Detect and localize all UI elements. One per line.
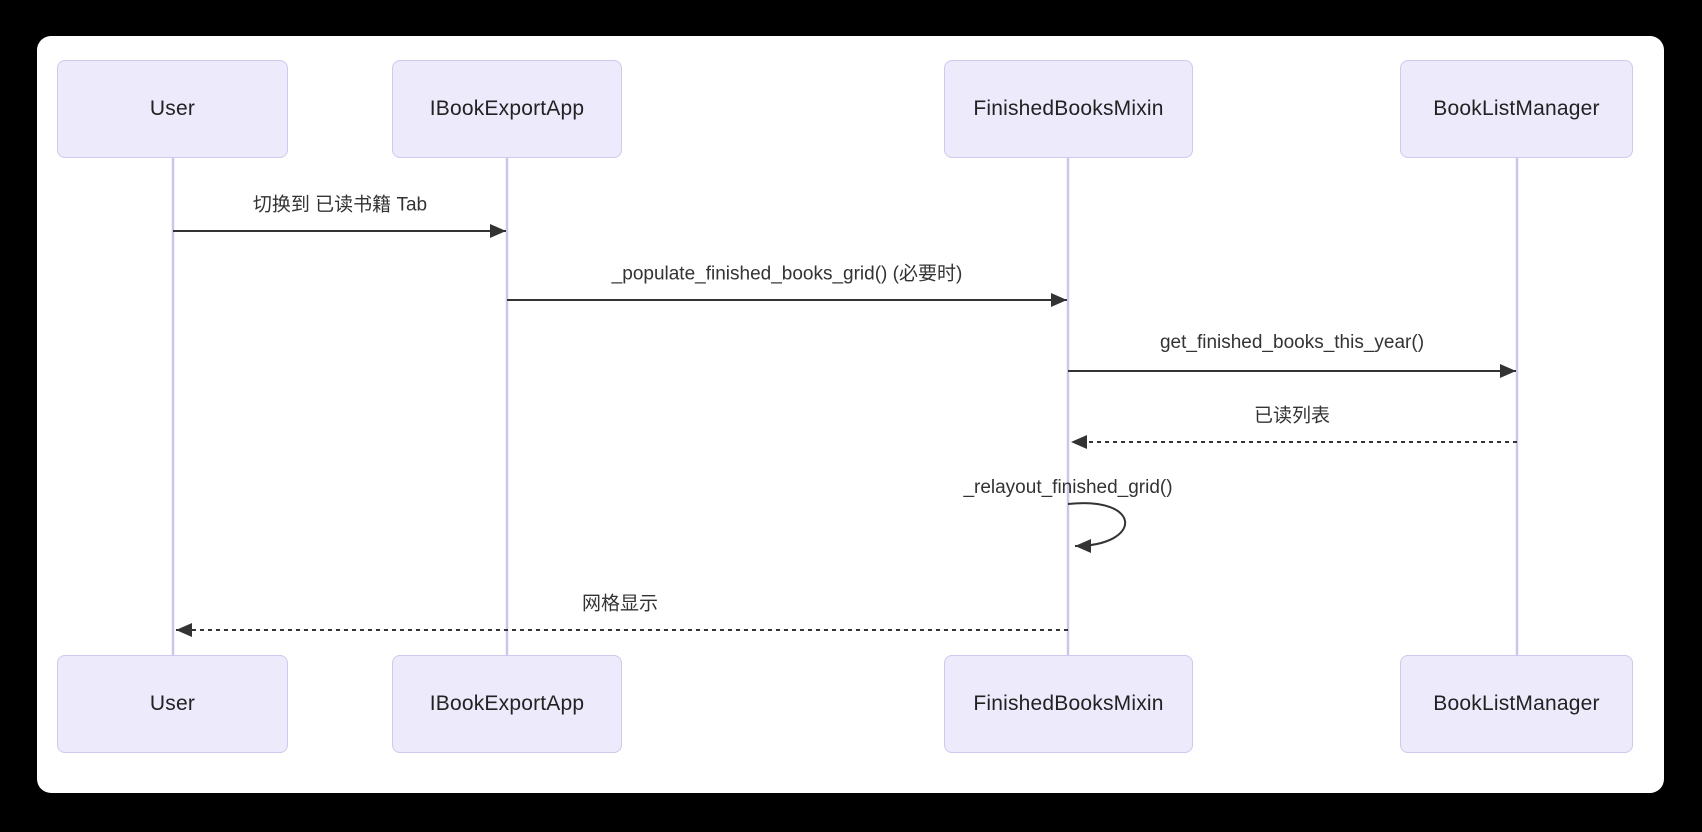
actor-box-ibookexportapp-bottom: IBookExportApp <box>392 655 622 753</box>
message-label-3: get_finished_books_this_year() <box>1159 332 1425 353</box>
actor-label: IBookExportApp <box>429 97 585 120</box>
actor-box-user-bottom: User <box>57 655 288 753</box>
actor-box-finishedbooksmixin-top: FinishedBooksMixin <box>944 60 1193 158</box>
actor-label: User <box>149 97 196 120</box>
actor-label: FinishedBooksMixin <box>973 692 1164 715</box>
message-label-5: _relayout_finished_grid() <box>963 477 1173 498</box>
actor-box-user-top: User <box>57 60 288 158</box>
actor-label: BookListManager <box>1433 97 1600 120</box>
actor-box-finishedbooksmixin-bottom: FinishedBooksMixin <box>944 655 1193 753</box>
sequence-diagram-canvas: User IBookExportApp FinishedBooksMixin B… <box>37 36 1664 793</box>
actor-box-booklistmanager-top: BookListManager <box>1400 60 1633 158</box>
actor-box-ibookexportapp-top: IBookExportApp <box>392 60 622 158</box>
message-arrow-5-selfloop <box>1067 502 1127 553</box>
message-label-1: 切换到 已读书籍 Tab <box>252 194 428 216</box>
message-label-6: 网格显示 <box>581 593 659 615</box>
message-label-2: _populate_finished_books_grid() (必要时) <box>611 263 963 285</box>
actor-label: User <box>149 692 196 715</box>
actor-label: BookListManager <box>1433 692 1600 715</box>
actor-label: IBookExportApp <box>429 692 585 715</box>
actor-box-booklistmanager-bottom: BookListManager <box>1400 655 1633 753</box>
actor-label: FinishedBooksMixin <box>973 97 1164 120</box>
message-label-4: 已读列表 <box>1253 405 1331 427</box>
